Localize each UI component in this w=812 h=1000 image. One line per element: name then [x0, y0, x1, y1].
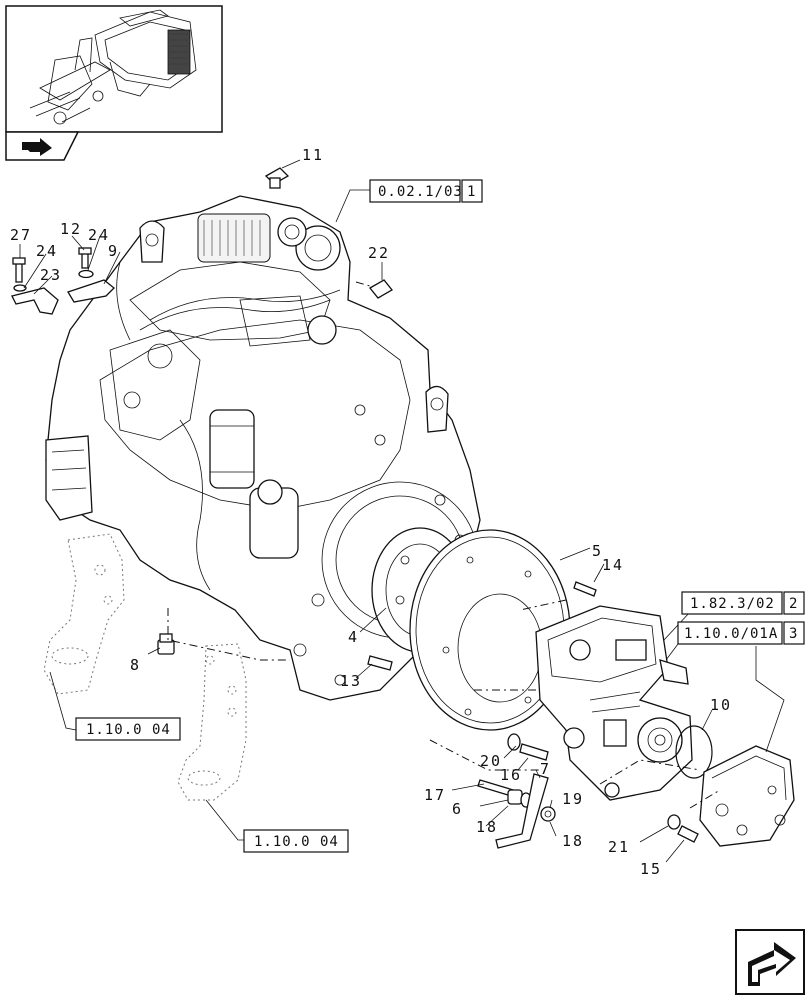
- reference-number: 1: [467, 184, 476, 200]
- next-page-arrow-icon: [748, 942, 796, 986]
- part-21-washer: [667, 814, 681, 830]
- part-24-washer: [78, 269, 94, 279]
- callout-17: 17: [424, 786, 446, 804]
- part-8-plug: [157, 633, 175, 655]
- callout-15: 15: [640, 860, 662, 878]
- reference-box-5[interactable]: 1.10.0 04: [243, 829, 349, 853]
- part-24-washer: [13, 284, 27, 292]
- o-ring: [675, 725, 713, 779]
- callout-9: 9: [108, 242, 119, 260]
- callout-24-right: 24: [88, 226, 110, 244]
- callout-5: 5: [592, 542, 603, 560]
- back-arrow-tab[interactable]: [5, 131, 80, 161]
- callout-6: 6: [452, 800, 463, 818]
- reference-number: 3: [789, 626, 798, 642]
- callout-16: 16: [500, 766, 522, 784]
- reference-code: 1.10.0 04: [254, 834, 339, 850]
- front-support-bracket: [43, 533, 125, 695]
- leader-lines: [19, 159, 785, 863]
- reference-box-2[interactable]: 1.82.3/02 2: [681, 591, 805, 615]
- auxiliary-pump: [699, 745, 795, 847]
- callout-22: 22: [368, 244, 390, 262]
- part-7-bracket: [495, 773, 549, 849]
- tractor-thumbnail-image: [29, 9, 197, 125]
- part-19-nut: [540, 806, 556, 822]
- callout-11: 11: [302, 146, 324, 164]
- callout-18-right: 18: [562, 832, 584, 850]
- reference-code: 1.10.0/01A: [684, 626, 778, 642]
- engine-assembly: [45, 195, 481, 701]
- part-23-bracket: [11, 287, 59, 315]
- callout-12: 12: [60, 220, 82, 238]
- part-27-bolt: [12, 257, 26, 283]
- callout-10: 10: [710, 696, 732, 714]
- part-20-bolt: [507, 733, 549, 761]
- part-9-bracket: [67, 279, 115, 303]
- reference-code: 1.82.3/02: [690, 596, 775, 612]
- callout-labels: 11 27 12 24 24 9 23 22 5 14 4 8 13 10 20…: [10, 146, 732, 878]
- reference-code: 1.10.0 04: [86, 722, 171, 738]
- callout-24-left: 24: [36, 242, 58, 260]
- part-11-sensor: [264, 167, 290, 189]
- callout-18-left: 18: [476, 818, 498, 836]
- reference-box-1[interactable]: 0.02.1/03 1: [369, 179, 483, 203]
- callout-21: 21: [608, 838, 630, 856]
- callout-23: 23: [40, 266, 62, 284]
- reference-box-3[interactable]: 1.10.0/01A 3: [677, 621, 805, 645]
- reference-code: 0.02.1/03: [378, 184, 463, 200]
- callout-27: 27: [10, 226, 32, 244]
- thumbnail-overview[interactable]: [5, 5, 223, 133]
- callout-19: 19: [562, 790, 584, 808]
- callout-20: 20: [480, 752, 502, 770]
- callout-13: 13: [340, 672, 362, 690]
- part-13-bolt: [367, 655, 393, 671]
- callout-8: 8: [130, 656, 141, 674]
- turbocharger: [197, 213, 341, 271]
- reference-box-4[interactable]: 1.10.0 04: [75, 717, 181, 741]
- rear-support-bracket: [177, 643, 247, 801]
- callout-4: 4: [348, 628, 359, 646]
- back-arrow-icon: [22, 138, 52, 156]
- part-14-bolt: [573, 581, 597, 597]
- oil-filter: [209, 409, 255, 489]
- reference-number: 2: [789, 596, 798, 612]
- next-page-button[interactable]: [735, 929, 805, 995]
- part-15-bolt: [677, 825, 699, 843]
- hydraulic-pump: [535, 605, 693, 801]
- part-22-plug: [369, 279, 393, 299]
- part-12-bolt: [78, 247, 92, 269]
- callout-7: 7: [540, 760, 551, 778]
- assembly-centerlines: [167, 281, 721, 809]
- callout-14: 14: [602, 556, 624, 574]
